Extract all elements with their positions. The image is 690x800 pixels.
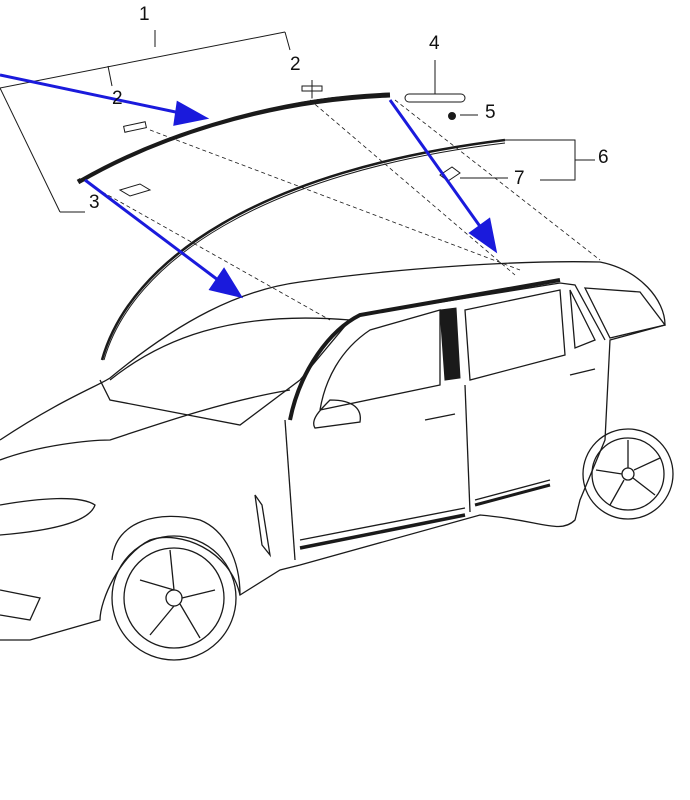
tape-part-2 (301, 85, 323, 92)
car-outline (0, 261, 674, 661)
callout-7: 7 (514, 168, 525, 189)
arrow-head-icon (208, 267, 244, 299)
callout-2-secondary: 2 (112, 88, 123, 109)
arrow-head-icon (173, 100, 210, 126)
callout-1-bracket (0, 30, 291, 213)
callout-2: 2 (290, 54, 301, 75)
alignment-lines (89, 99, 601, 321)
bracket-part (118, 183, 152, 197)
callout-1: 1 (139, 4, 150, 25)
direction-arrows (0, 73, 498, 299)
callout-6: 6 (598, 147, 609, 168)
callout-4: 4 (429, 33, 440, 54)
clip-part (448, 112, 456, 120)
callout-5: 5 (485, 102, 496, 123)
end-cap-part (404, 93, 466, 103)
roof-moulding-strip (100, 138, 506, 361)
tape-part (123, 121, 147, 133)
callout-6-bracket (505, 139, 595, 181)
callout-3: 3 (89, 192, 100, 213)
arrow-head-icon (468, 217, 498, 254)
roof-moulding-part (76, 92, 391, 185)
